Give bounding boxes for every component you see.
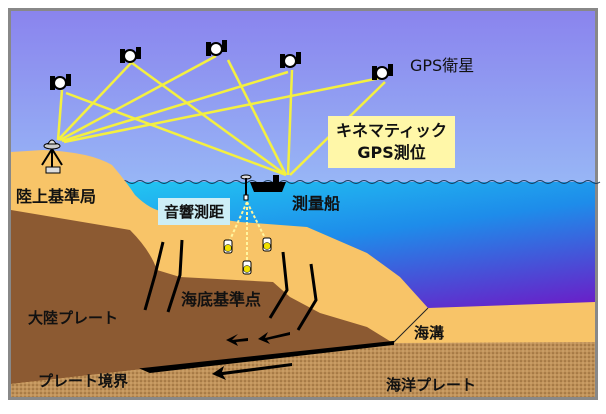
plate-boundary-line: [139, 340, 394, 374]
fault-lines: [143, 239, 318, 331]
gps-base-station-icon: [41, 139, 63, 174]
trench-line: [392, 307, 429, 344]
motion-arrows: [212, 332, 292, 380]
satellite-icon: [280, 52, 301, 68]
sea-surface-waves: [119, 180, 601, 184]
satellite-icons: [50, 40, 393, 90]
continental-plate: [11, 210, 393, 384]
satellite-icon: [206, 40, 227, 56]
land-reference-station-label: 陸上基準局: [16, 187, 97, 206]
oceanic-plate-label: 海洋プレート: [386, 376, 477, 394]
satellite-icon: [372, 64, 393, 80]
gps-satellites-label: GPS衛星: [410, 56, 475, 75]
continental-plate-label: 大陸プレート: [28, 309, 119, 327]
survey-ship-label: 測量船: [292, 194, 341, 213]
acoustic-signal-lines: [228, 201, 267, 262]
kinematic-label-line2: GPS測位: [357, 143, 426, 162]
kinematic-gps-box: キネマティック GPS測位: [328, 116, 456, 168]
satellite-icon: [120, 47, 141, 63]
satellite-icon: [50, 74, 71, 90]
gps-signal-lines: [56, 54, 386, 177]
trench-label: 海溝: [414, 324, 445, 342]
survey-ship-icon: [240, 174, 286, 201]
seafloor-transponder-icons: [223, 237, 272, 275]
kinematic-label-line1: キネマティック: [336, 121, 448, 140]
plate-boundary-label: プレート境界: [38, 372, 129, 390]
oceanic-plate: [11, 342, 595, 397]
acoustic-ranging-label: 音響測距: [158, 198, 231, 225]
seafloor-reference-point-label: 海底基準点: [181, 290, 262, 309]
